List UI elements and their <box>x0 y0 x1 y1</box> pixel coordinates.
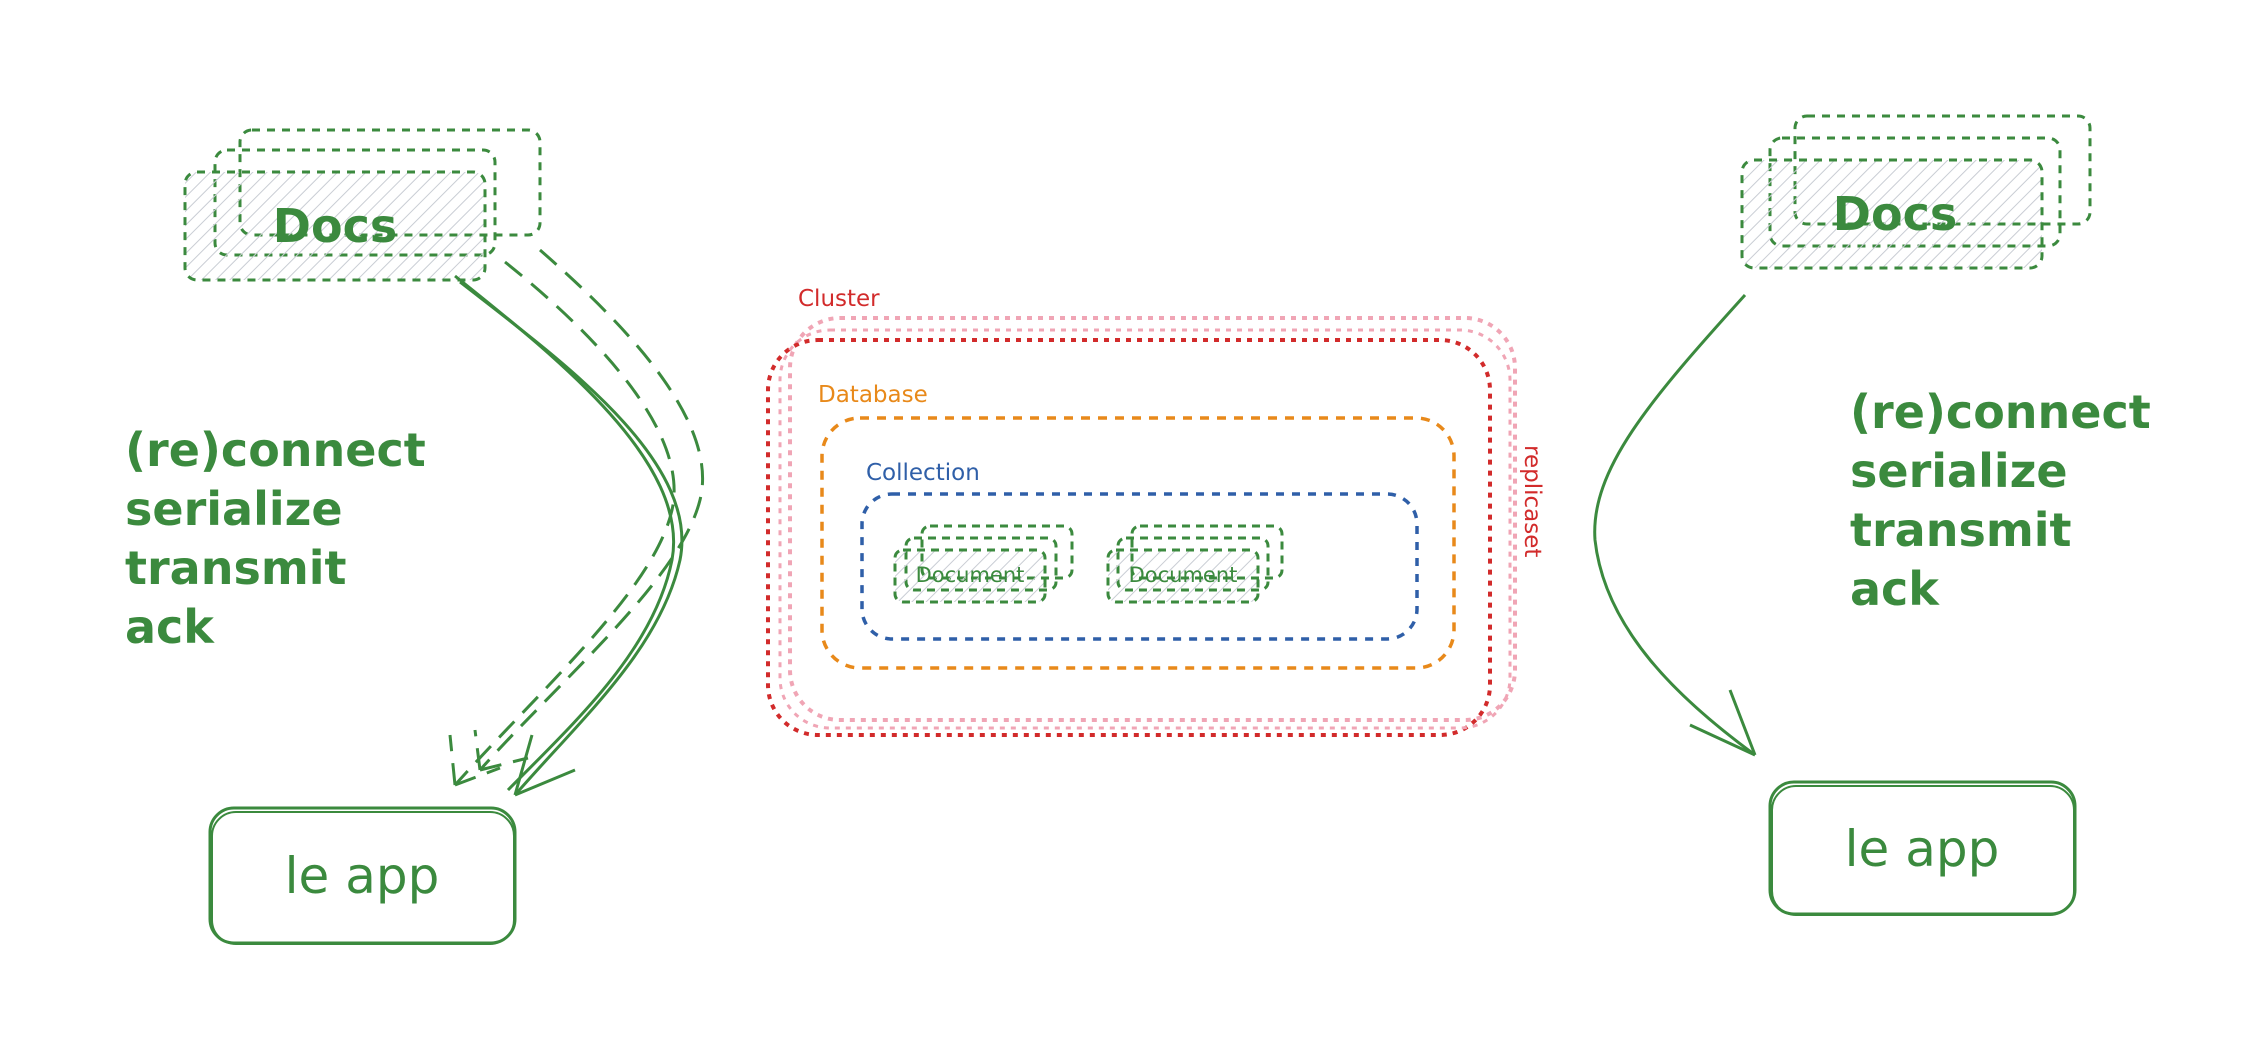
document-stack-1: Document <box>893 524 1074 604</box>
left-solid-arrow <box>454 274 684 797</box>
left-step-transmit: transmit <box>125 541 347 595</box>
document-2-label: Document <box>1129 563 1238 587</box>
right-docs-label: Docs <box>1833 187 1957 241</box>
left-step-reconnect: (re)connect <box>125 423 426 477</box>
right-step-serialize: serialize <box>1850 444 2068 498</box>
right-app-label: le app <box>1845 820 2000 878</box>
document-stack-2: Document <box>1106 524 1284 604</box>
right-solid-arrow <box>1593 293 1757 757</box>
database-label: Database <box>818 382 928 408</box>
right-docs-stack: Docs <box>1740 114 2092 270</box>
right-step-ack: ack <box>1850 562 1940 616</box>
left-dashed-arrow <box>448 248 704 787</box>
right-steps-list: (re)connect serialize transmit ack <box>1850 385 2151 616</box>
left-step-ack: ack <box>125 600 215 654</box>
document-1-label: Document <box>916 563 1025 587</box>
right-app-box: le app <box>1768 780 2077 916</box>
collection-label: Collection <box>866 460 980 486</box>
cluster-label: Cluster <box>798 286 880 312</box>
left-steps-list: (re)connect serialize transmit ack <box>125 423 426 654</box>
left-docs-label: Docs <box>273 199 397 253</box>
left-app-box: le app <box>208 806 517 945</box>
left-app-label: le app <box>285 847 440 905</box>
database-group: Database <box>818 382 1456 670</box>
collection-group: Collection <box>860 460 1419 641</box>
right-step-transmit: transmit <box>1850 503 2072 557</box>
replicaset-label: replicaset <box>1519 445 1545 557</box>
left-docs-stack: Docs <box>183 128 542 282</box>
left-step-serialize: serialize <box>125 482 343 536</box>
right-step-reconnect: (re)connect <box>1850 385 2151 439</box>
cluster-group: Cluster replicaset <box>766 286 1545 737</box>
